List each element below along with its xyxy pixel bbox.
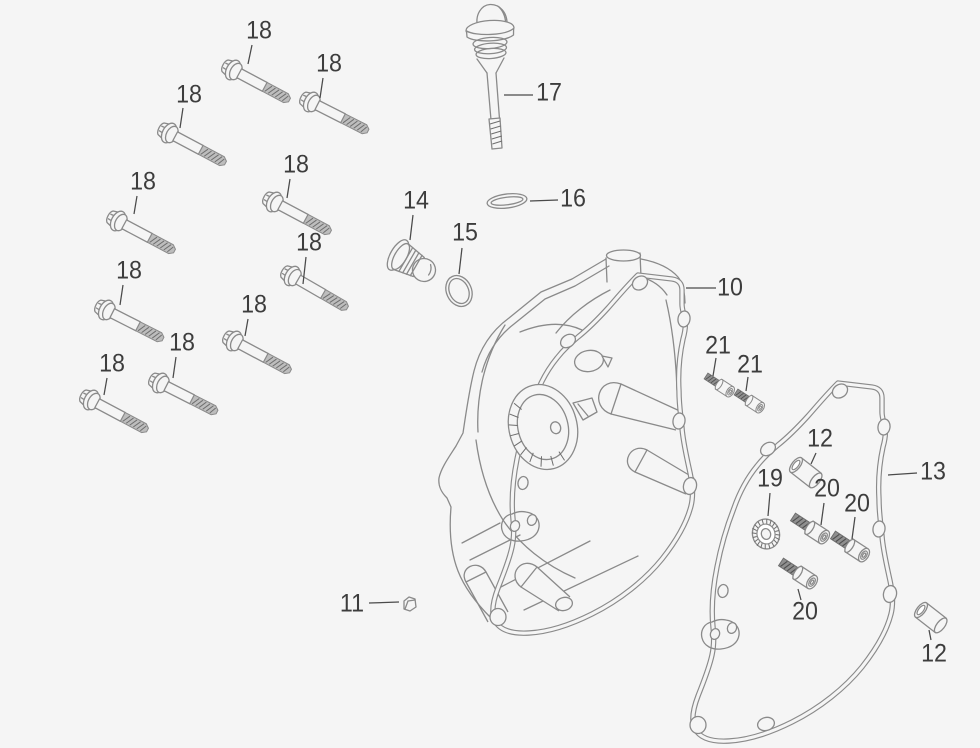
gasket-bolt-holes [689,383,898,735]
part-label-11: 11 [339,589,365,618]
cover-bolt-holes [489,275,698,627]
part-label-18: 18 [99,349,125,378]
part-label-18: 18 [169,328,195,357]
dipstick-o-ring-drawing [486,192,528,210]
leader-lines [103,44,932,641]
part-label-16: 16 [560,184,586,213]
seal-retainer-tab [572,397,598,421]
filler-o-ring-drawing [445,274,473,308]
part-label-21: 21 [737,350,763,379]
part-label-18: 18 [296,228,322,257]
part-label-21: 21 [705,331,731,360]
breather-pad [573,349,613,373]
part-label-18: 18 [316,49,342,78]
part-label-18: 18 [283,150,309,179]
part-label-10: 10 [717,273,743,302]
part-label-15: 15 [452,218,478,247]
oil-dipstick-drawing [465,3,515,150]
key-drawing [403,596,417,612]
oil-seal-drawing [748,515,784,553]
part-label-18: 18 [241,290,267,319]
part-label-20: 20 [814,474,840,503]
socket-bolts [776,510,873,592]
crankcase-cover-drawing [438,249,698,633]
cover-gasket-drawing [689,381,898,741]
part-label-18: 18 [130,167,156,196]
part-label-19: 19 [757,464,783,493]
part-label-14: 14 [403,186,429,215]
part-label-18: 18 [176,80,202,109]
part-label-18: 18 [116,256,142,285]
part-label-18: 18 [246,16,272,45]
part-label-20: 20 [792,597,818,626]
part-label-13: 13 [920,457,946,486]
part-label-12: 12 [807,424,833,453]
part-label-17: 17 [536,78,562,107]
flange-bolts [75,54,374,440]
part-label-20: 20 [844,489,870,518]
crank-seal-opening [507,383,579,471]
part-label-12: 12 [921,639,947,668]
oil-filler-plug-drawing [386,239,437,283]
